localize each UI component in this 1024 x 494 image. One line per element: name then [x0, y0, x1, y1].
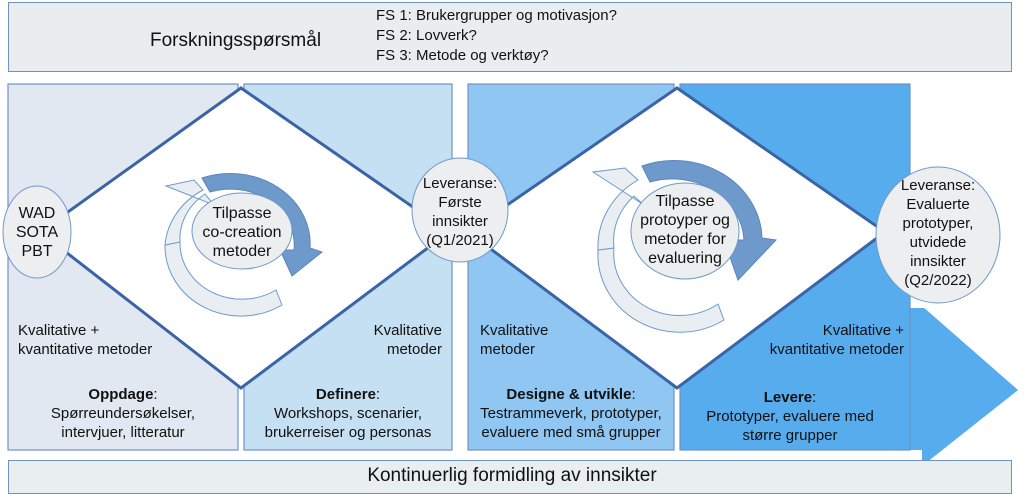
- cycle-2-line: Tilpasse: [655, 193, 715, 210]
- deliverable-1-line: Første: [438, 194, 482, 211]
- continuous-dissemination-text: Kontinuerlig formidling av innsikter: [367, 465, 657, 486]
- cycle-1-text: Tilpasse co-creation metoder: [192, 204, 292, 261]
- methods-line: Kvalitative: [480, 322, 549, 339]
- deliverable-1-line: innsikter: [432, 213, 488, 230]
- phase-4-methods: Kvalitative + kvantitative metoder: [720, 321, 904, 359]
- start-bubble-line: PBT: [21, 243, 53, 260]
- research-question-3: FS 3: Metode og verktøy?: [376, 47, 549, 64]
- methods-line: Kvalitative: [373, 322, 442, 339]
- start-bubble-line: SOTA: [15, 224, 59, 241]
- cycle-2-text: Tilpasse protoyper og metoder for evalue…: [628, 192, 742, 268]
- phase-2-description: Definere: Workshops, scenarier, brukerre…: [244, 385, 452, 442]
- activities-line: større grupper: [742, 427, 838, 444]
- phase-name: Levere: [763, 389, 813, 406]
- activities-line: Testrammeverk, prototyper,: [480, 405, 662, 422]
- phase-3-description: Designe & utvikle: Testrammeverk, protot…: [468, 385, 674, 442]
- activities-line: evaluere med små grupper: [481, 424, 661, 441]
- cycle-2-line: evaluering: [648, 250, 722, 267]
- methods-line: kvantitative metoder: [769, 341, 904, 358]
- activities-line: Prototyper, evaluere med: [706, 408, 874, 425]
- cycle-arrows-icon: [591, 160, 778, 333]
- cycle-center-bubble: [630, 182, 740, 280]
- deliverable-2-line: (Q2/2022): [904, 272, 972, 289]
- deliverable-2-line: innsikter: [910, 253, 966, 270]
- deliverable-bubble-1: [411, 157, 509, 263]
- methods-line: metoder: [386, 341, 442, 358]
- cycle-center-bubble: [191, 192, 293, 270]
- methods-line: Kvalitative +: [18, 322, 100, 339]
- research-question-2: FS 2: Lovverk?: [376, 27, 477, 44]
- deliverable-1-text: Leveranse: Første innsikter (Q1/2021): [410, 174, 510, 250]
- phase-name: Oppdage: [88, 386, 154, 403]
- deliverable-2-text: Leveranse: Evaluerte prototyper, utvided…: [876, 176, 1000, 290]
- cycle-1-line: Tilpasse: [212, 205, 272, 222]
- activities-line: Spørreundersøkelser,: [50, 405, 196, 422]
- cycle-arrows-icon: [164, 173, 324, 317]
- phase-4-description: Levere: Prototyper, evaluere med større …: [690, 388, 890, 445]
- phase-name: Definere: [315, 386, 376, 403]
- phase-1-methods: Kvalitative + kvantitative metoder: [18, 321, 152, 359]
- deliverable-2-line: prototyper,: [902, 215, 974, 232]
- deliverable-1-line: Leveranse:: [422, 175, 498, 192]
- deliverable-1-line: (Q1/2021): [426, 232, 494, 249]
- methods-line: Kvalitative +: [822, 322, 904, 339]
- cycle-2-line: protoyper og: [640, 212, 730, 229]
- methods-line: metoder: [480, 341, 536, 358]
- start-bubble-line: WAD: [18, 205, 56, 222]
- research-question-1: FS 1: Brukergrupper og motivasjon?: [376, 7, 617, 24]
- start-bubble: [2, 185, 72, 279]
- activities-line: Workshops, scenarier,: [273, 405, 423, 422]
- phase-3-methods: Kvalitative metoder: [480, 321, 548, 359]
- deliverable-2-line: utvidede: [909, 234, 967, 251]
- activities-line: brukerreiser og personas: [264, 424, 432, 441]
- cycle-2-line: metoder for: [644, 231, 726, 248]
- activities-line: intervjuer, litteratur: [61, 424, 185, 441]
- cycle-1-line: metoder: [212, 243, 272, 260]
- research-questions-title: Forskningsspørsmål: [150, 30, 322, 51]
- deliverable-bubble-2: [875, 166, 1001, 304]
- phase-1-description: Oppdage: Spørreundersøkelser, intervjuer…: [8, 385, 238, 442]
- start-bubble-text: WAD SOTA PBT: [3, 204, 71, 261]
- phase-2-methods: Kvalitative metoder: [300, 321, 442, 359]
- phase-name: Designe & utvikle: [506, 386, 632, 403]
- methods-line: kvantitative metoder: [18, 341, 153, 358]
- continuous-dissemination-box: [8, 460, 1012, 494]
- deliverable-2-line: Leveranse:: [900, 177, 976, 194]
- deliverable-2-line: Evaluerte: [906, 196, 970, 213]
- research-questions-box: [8, 2, 1012, 72]
- cycle-1-line: co-creation: [202, 224, 282, 241]
- research-questions-list: FS 1: Brukergrupper og motivasjon? FS 2:…: [376, 6, 617, 66]
